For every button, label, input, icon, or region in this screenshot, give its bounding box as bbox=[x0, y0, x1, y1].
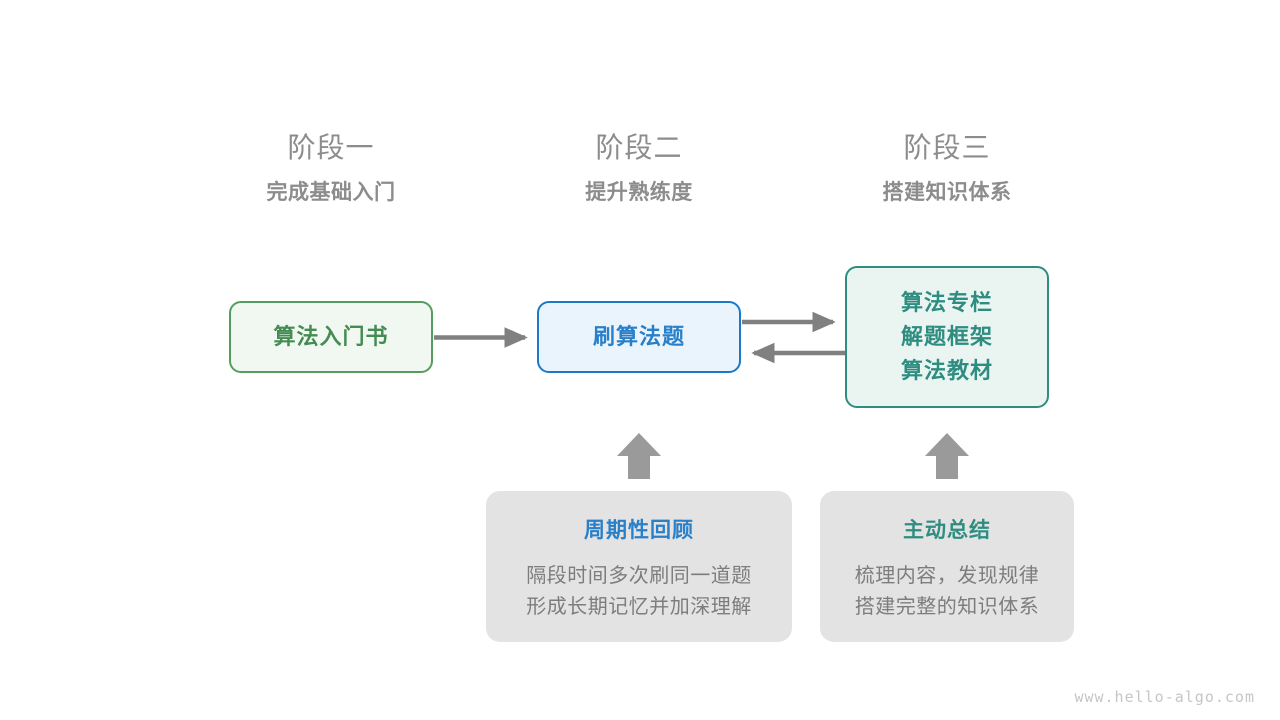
card-review-body-line-2: 形成长期记忆并加深理解 bbox=[526, 596, 752, 618]
node-system-line-3: 算法教材 bbox=[900, 358, 993, 383]
card-summary-body: 梳理内容，发现规律 搭建完整的知识体系 bbox=[855, 561, 1040, 623]
stage-column-3: 阶段三 搭建知识体系 bbox=[817, 128, 1077, 209]
card-active-summary[interactable]: 主动总结 梳理内容，发现规律 搭建完整的知识体系 bbox=[820, 491, 1074, 642]
node-book-label: 算法入门书 bbox=[273, 324, 389, 349]
site-watermark: www.hello-algo.com bbox=[1074, 688, 1255, 706]
card-summary-body-line-1: 梳理内容，发现规律 bbox=[854, 565, 1040, 587]
node-system-line-2: 解题框架 bbox=[900, 324, 993, 349]
arrow-review-to-practice bbox=[617, 433, 661, 479]
node-practice-label: 刷算法题 bbox=[592, 324, 685, 349]
card-review-body-line-1: 隔段时间多次刷同一道题 bbox=[526, 565, 752, 587]
stage-column-2: 阶段二 提升熟练度 bbox=[509, 128, 769, 209]
stage-1-subtitle: 完成基础入门 bbox=[266, 181, 396, 204]
stage-3-subtitle: 搭建知识体系 bbox=[882, 181, 1012, 204]
node-system-line-1: 算法专栏 bbox=[900, 290, 993, 315]
stage-2-title: 阶段二 bbox=[595, 132, 683, 163]
card-review-body: 隔段时间多次刷同一道题 形成长期记忆并加深理解 bbox=[526, 561, 752, 623]
node-practice-problems[interactable]: 刷算法题 bbox=[537, 301, 741, 373]
card-review-title: 周期性回顾 bbox=[584, 519, 694, 542]
card-summary-body-line-2: 搭建完整的知识体系 bbox=[854, 596, 1040, 618]
node-algorithm-intro-book[interactable]: 算法入门书 bbox=[229, 301, 433, 373]
card-summary-title: 主动总结 bbox=[903, 519, 991, 542]
node-knowledge-system[interactable]: 算法专栏 解题框架 算法教材 bbox=[845, 266, 1049, 408]
stage-1-title: 阶段一 bbox=[287, 132, 375, 163]
arrow-summary-to-system bbox=[925, 433, 969, 479]
stage-2-subtitle: 提升熟练度 bbox=[585, 181, 693, 204]
stage-3-title: 阶段三 bbox=[903, 132, 991, 163]
stage-column-1: 阶段一 完成基础入门 bbox=[201, 128, 461, 209]
card-periodic-review[interactable]: 周期性回顾 隔段时间多次刷同一道题 形成长期记忆并加深理解 bbox=[486, 491, 792, 642]
